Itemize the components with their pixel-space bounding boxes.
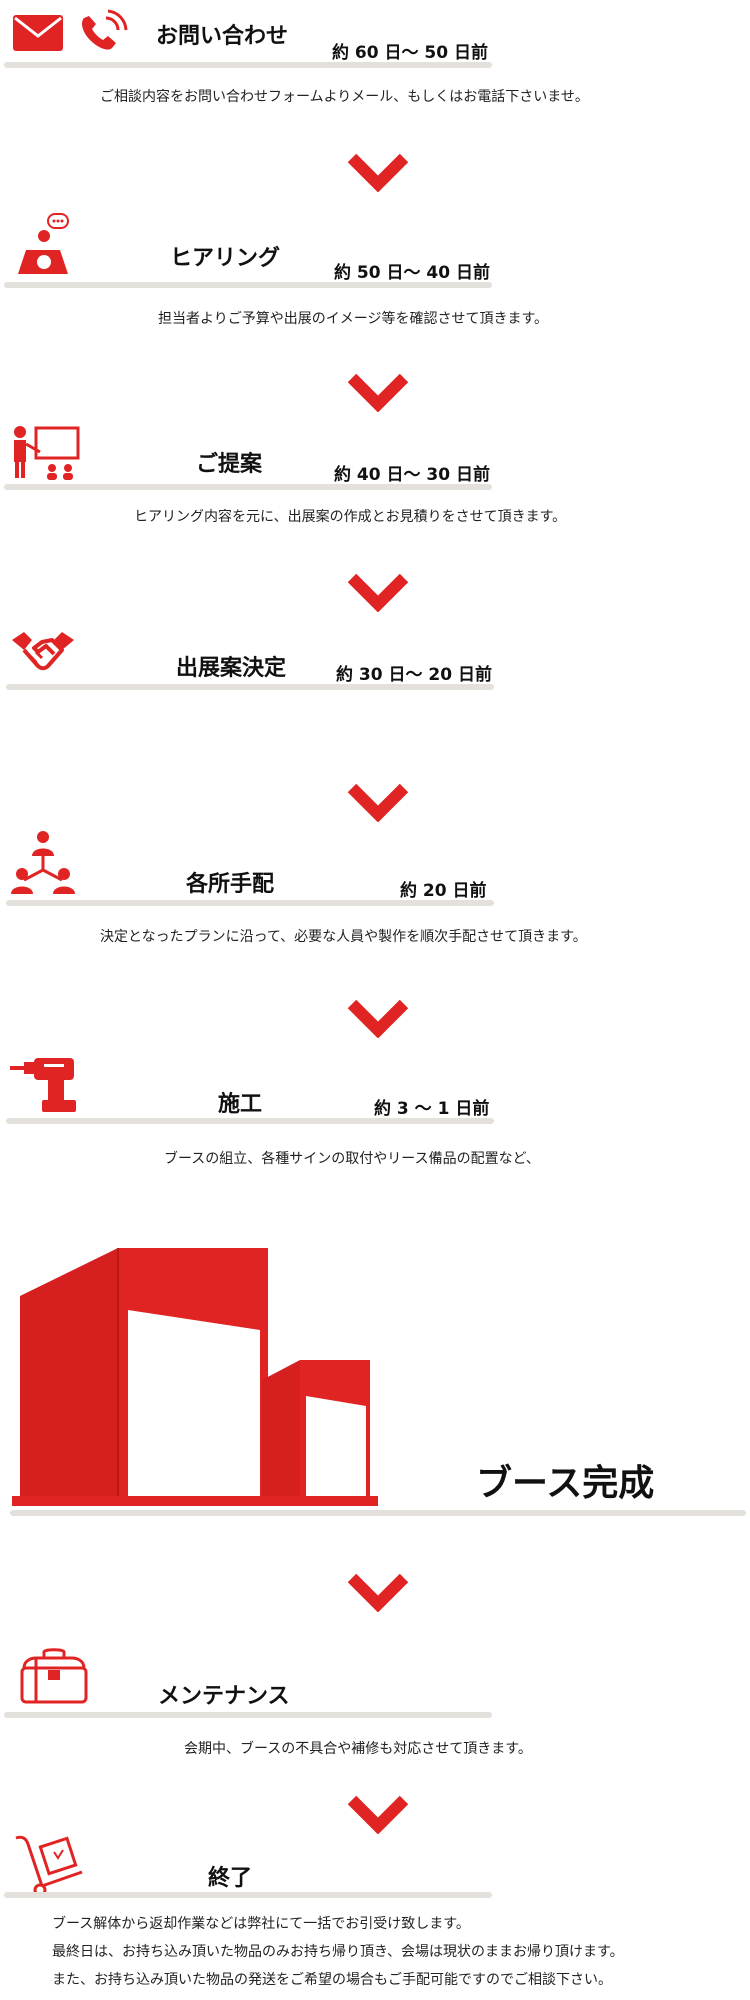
step-description: 会期中、ブースの不具合や補修も対応させて頂きます。 bbox=[184, 1741, 532, 1757]
step-description: ブースの組立、各種サインの取付やリース備品の配置など、 bbox=[164, 1151, 540, 1167]
chevron-down-icon bbox=[347, 1795, 409, 1834]
step-title: お問い合わせ bbox=[156, 24, 289, 49]
step-title: メンテナンス bbox=[158, 1684, 290, 1709]
booth-structure-icon bbox=[12, 1248, 378, 1506]
step-description: 決定となったプランに沿って、必要な人員や製作を順次手配させて頂きます。 bbox=[100, 929, 587, 945]
step-title: 施工 bbox=[218, 1092, 263, 1117]
step-title: 出展案決定 bbox=[176, 656, 287, 681]
step-timing: 約 30 日～ 20 日前 bbox=[336, 665, 492, 685]
drill-icon bbox=[10, 1058, 76, 1112]
step-title: ご提案 bbox=[196, 452, 263, 477]
step-timing: 約 60 日～ 50 日前 bbox=[332, 43, 488, 63]
step-title: 各所手配 bbox=[186, 872, 275, 897]
step-timing: 約 20 日前 bbox=[400, 881, 487, 901]
chevron-down-icon bbox=[347, 783, 409, 822]
envelope-icon bbox=[13, 15, 63, 51]
divider bbox=[6, 684, 494, 690]
chevron-down-icon bbox=[347, 573, 409, 612]
toolbox-icon bbox=[20, 1648, 88, 1704]
step-timing: 約 3 ～ 1 日前 bbox=[374, 1099, 490, 1119]
phone-icon bbox=[82, 9, 128, 50]
chevron-down-icon bbox=[347, 999, 409, 1038]
step-timing: 約 40 日～ 30 日前 bbox=[334, 465, 490, 485]
finish-line: ブース解体から返却作業などは弊社にて一括でお引受け致します。 bbox=[52, 1916, 470, 1932]
chevron-down-icon bbox=[347, 1573, 409, 1612]
step-description: ヒアリング内容を元に、出展案の作成とお見積りをさせて頂きます。 bbox=[134, 509, 567, 525]
chevron-down-icon bbox=[347, 153, 409, 192]
network-people-icon bbox=[11, 831, 75, 894]
step-title: 終了 bbox=[208, 1866, 253, 1891]
step-title: ヒアリング bbox=[170, 246, 281, 271]
finish-line: 最終日は、お持ち込み頂いた物品のみお持ち帰り頂き、会場は現状のままお帰り頂けます… bbox=[52, 1944, 624, 1960]
divider bbox=[6, 900, 494, 906]
divider bbox=[4, 282, 492, 288]
step-description: ご相談内容をお問い合わせフォームよりメール、もしくはお電話下さいませ。 bbox=[100, 89, 589, 105]
chevron-down-icon bbox=[347, 373, 409, 412]
divider bbox=[4, 62, 492, 68]
divider bbox=[4, 1892, 492, 1898]
booth-title: ブース完成 bbox=[476, 1463, 655, 1504]
divider bbox=[4, 1712, 492, 1718]
step-timing: 約 50 日～ 40 日前 bbox=[334, 263, 490, 283]
handshake-icon bbox=[12, 632, 74, 671]
presentation-icon bbox=[14, 426, 80, 480]
hand-truck-icon bbox=[15, 1835, 83, 1896]
meeting-icon bbox=[18, 213, 69, 274]
finish-description: ブース解体から返却作業などは弊社にて一括でお引受け致します。 最終日は、お持ち込… bbox=[52, 1910, 624, 1994]
divider bbox=[10, 1510, 746, 1516]
step-description: 担当者よりご予算や出展のイメージ等を確認させて頂きます。 bbox=[158, 311, 549, 327]
finish-line: また、お持ち込み頂いた物品の発送をご希望の場合もご手配可能ですのでご相談下さい。 bbox=[52, 1972, 612, 1988]
divider bbox=[4, 484, 492, 490]
divider bbox=[6, 1118, 494, 1124]
